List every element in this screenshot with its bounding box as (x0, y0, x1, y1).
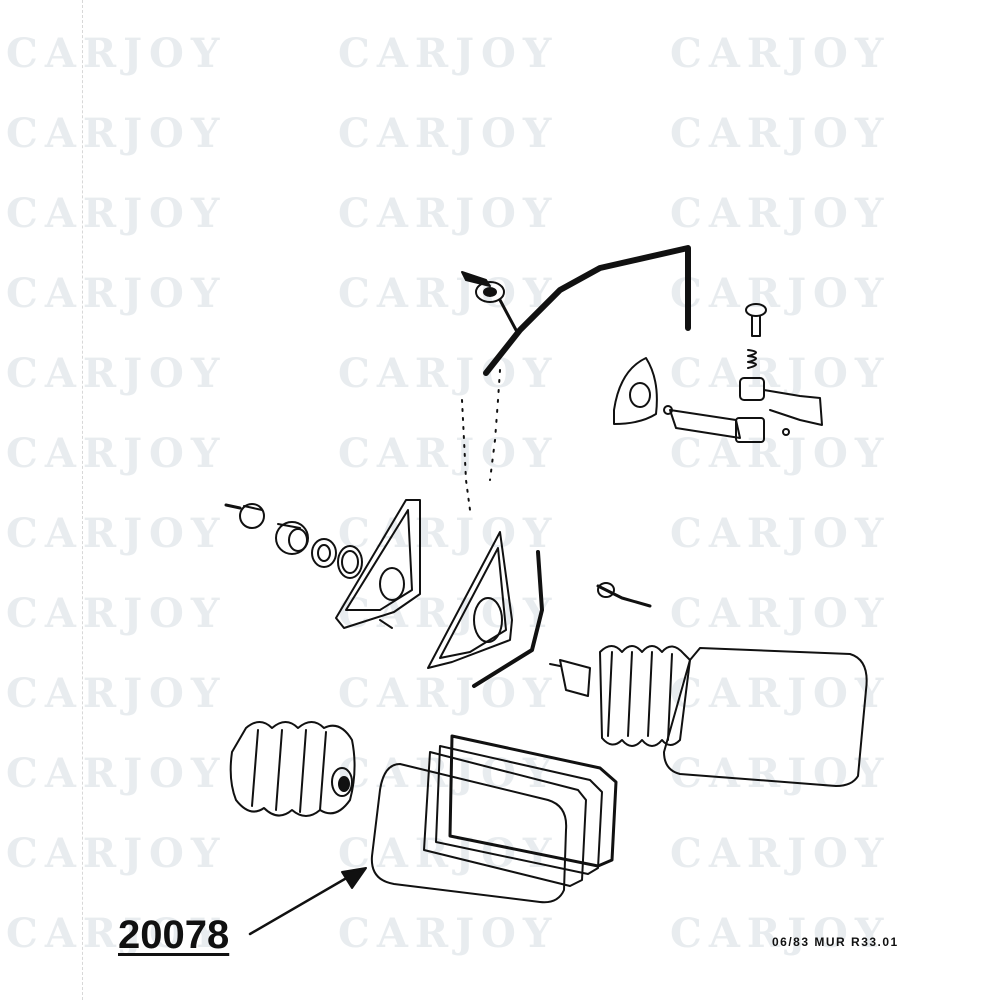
window-frame-trim (483, 245, 691, 376)
mirror-housing-shell (370, 763, 568, 904)
door-edge-dotted (461, 399, 471, 511)
callout-arrow (248, 867, 367, 936)
rubber-boot-bellows (229, 721, 356, 817)
small-screw (224, 503, 242, 510)
door-edge-dotted-2 (489, 369, 501, 481)
grommet-plug (461, 271, 518, 332)
mount-gasket (427, 531, 513, 669)
mirror-mount-base (335, 499, 421, 629)
assembled-mirror-housing (549, 645, 868, 787)
mounting-nut-stack (239, 503, 363, 579)
scan-edge-line (82, 0, 83, 1000)
mirror-glass-plates (423, 734, 618, 887)
seal-strip (472, 550, 544, 688)
adjust-knob-assembly (663, 303, 823, 443)
part-number-label: 20078 (118, 913, 230, 957)
drawing-reference-code: 06/83 MUR R33.01 (772, 935, 899, 949)
inner-bezel-plate (613, 357, 658, 425)
retaining-pin (596, 582, 652, 608)
